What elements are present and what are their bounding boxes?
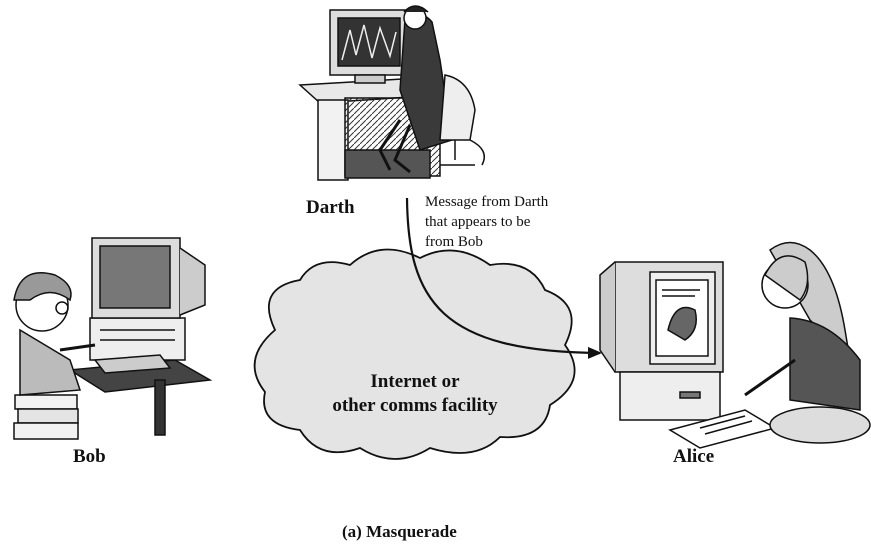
- darth-label: Darth: [306, 197, 355, 218]
- bob-figure: [13, 237, 213, 440]
- alice-figure: [599, 241, 871, 449]
- network-cloud: [253, 248, 576, 460]
- message-arrow: [405, 197, 602, 359]
- message-annotation: Message from Darth that appears to be fr…: [425, 194, 549, 250]
- cloud-label: Internet or other comms facility: [332, 371, 498, 416]
- figure-caption: (a) Masquerade: [342, 522, 457, 541]
- bob-label: Bob: [73, 446, 106, 467]
- darth-figure: [298, 5, 485, 181]
- alice-label: Alice: [673, 446, 715, 467]
